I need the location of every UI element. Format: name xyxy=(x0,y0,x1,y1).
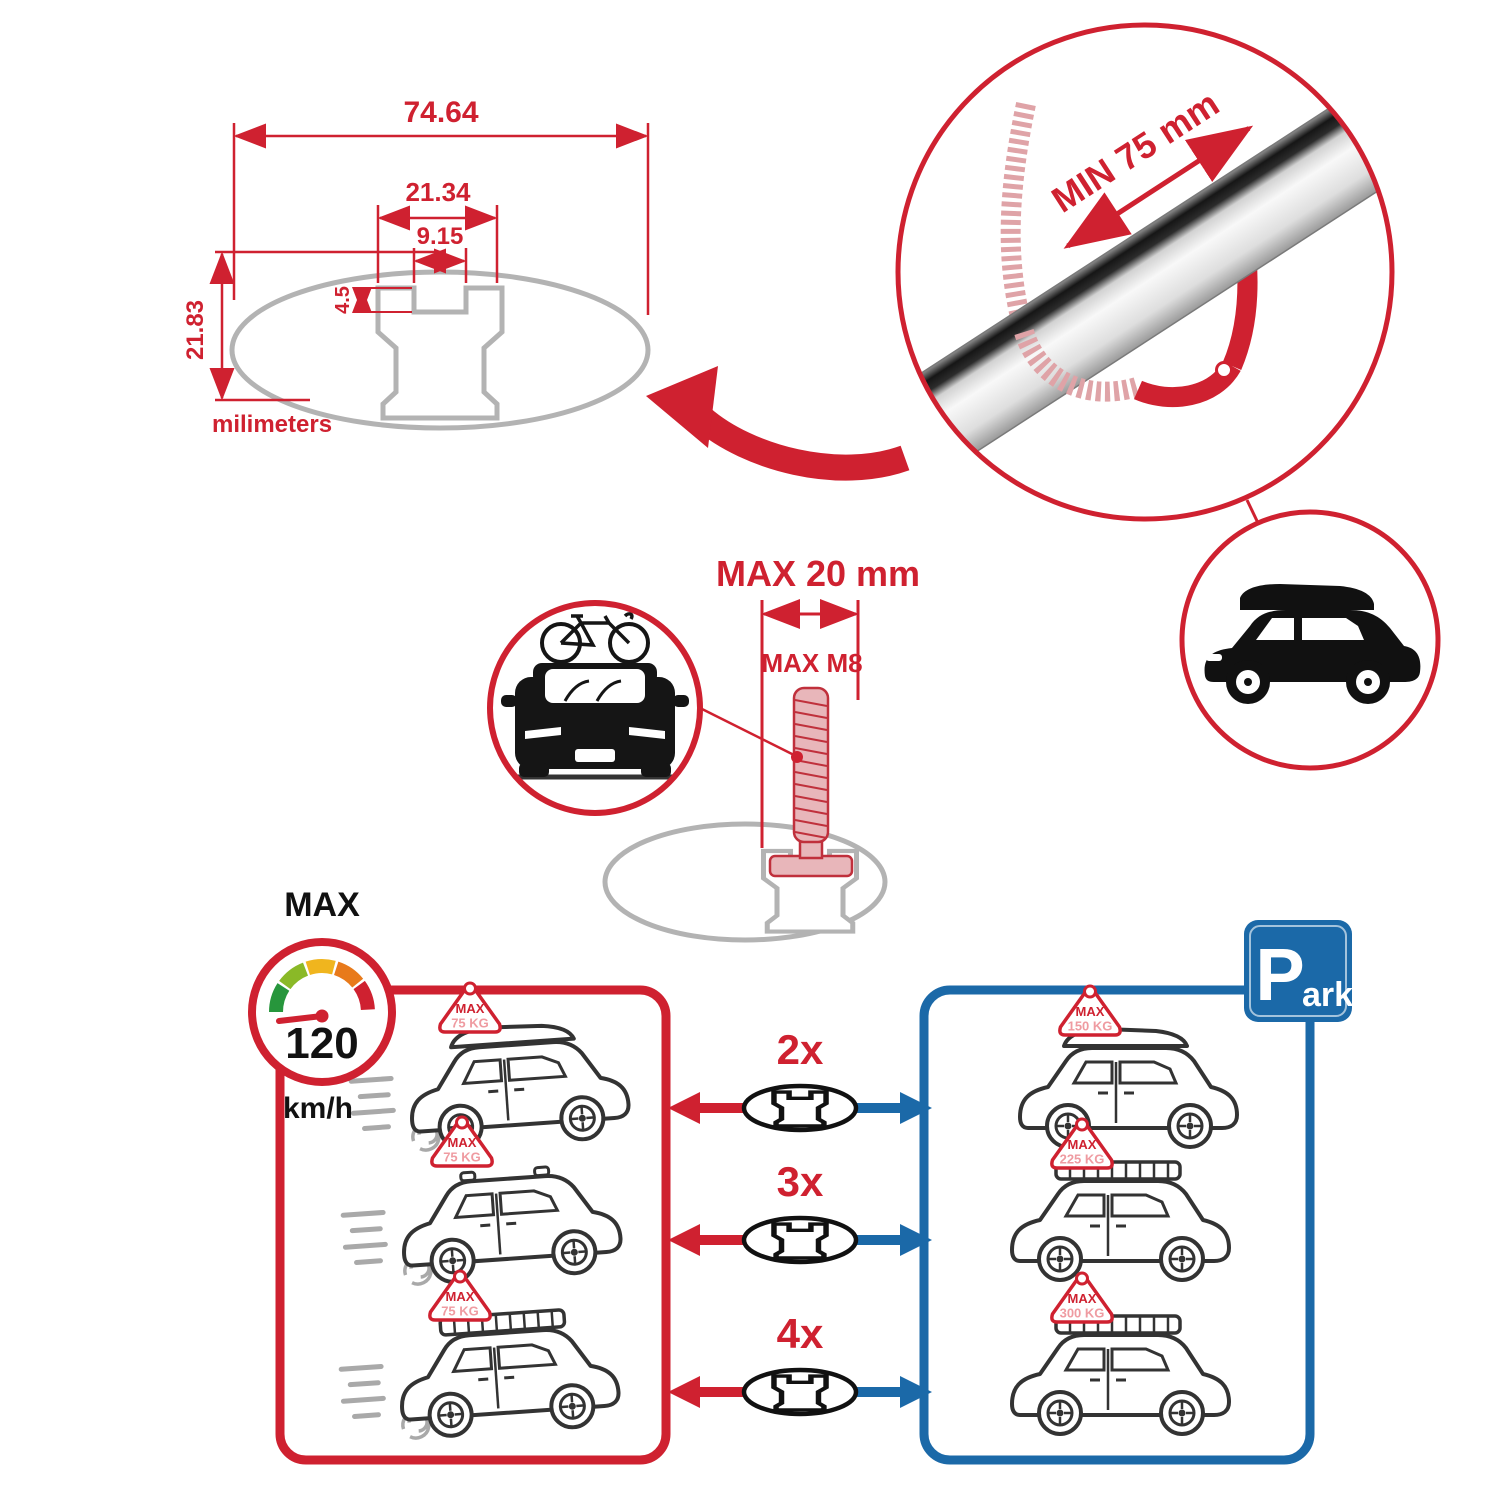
badge-weight-label: 300 KG xyxy=(1060,1306,1105,1321)
load-badge: MAX 300 KG xyxy=(1050,1271,1114,1324)
dim-lip-height: 4.5 xyxy=(332,286,354,314)
pointer-arrow-icon xyxy=(646,366,910,481)
speed-limit-gauge: MAX 120 km/h xyxy=(248,886,396,1125)
max-width-label: MAX 20 mm xyxy=(716,553,920,594)
gauge-title: MAX xyxy=(284,886,360,924)
crossbar-dimension-diagram: 74.64 21.34 9.15 4.5 21.83 milimeters xyxy=(182,96,651,438)
badge-max-label: MAX xyxy=(1076,1004,1105,1019)
quantity-row-3x: 3x xyxy=(668,1158,932,1265)
car-roofbox-circle xyxy=(1179,509,1441,771)
max-thread-label: MAX M8 xyxy=(761,648,862,678)
parking-sign-suffix: ark xyxy=(1302,976,1353,1014)
dim-inner-width: 21.34 xyxy=(405,177,471,207)
badge-max-label: MAX xyxy=(1068,1291,1097,1306)
dim-slot-width: 9.15 xyxy=(417,223,464,250)
badge-weight-label: 225 KG xyxy=(1060,1152,1105,1167)
load-badge: MAX 75 KG xyxy=(430,1115,494,1168)
carfront-circle-ring xyxy=(487,600,703,816)
load-badge: MAX 225 KG xyxy=(1050,1117,1114,1170)
t-bolt-icon xyxy=(768,686,854,878)
quantity-row-2x: 2x xyxy=(668,1026,932,1133)
badge-weight-label: 150 KG xyxy=(1068,1019,1113,1034)
quantity-label: 3x xyxy=(777,1158,824,1205)
dim-total-width: 74.64 xyxy=(403,96,478,129)
dim-total-height: 21.83 xyxy=(182,300,209,360)
parking-sign: P ark xyxy=(1244,920,1353,1022)
gauge-unit: km/h xyxy=(283,1092,353,1125)
car-front-icon xyxy=(501,612,689,780)
quantity-label: 4x xyxy=(777,1310,824,1357)
badge-weight-label: 75 KG xyxy=(451,1016,489,1031)
load-badge: MAX 150 KG xyxy=(1058,984,1122,1037)
bolt-diagram: MAX 20 mm MAX M8 xyxy=(487,553,920,943)
load-badge: MAX 75 KG xyxy=(438,981,502,1034)
gauge-value: 120 xyxy=(285,1019,358,1068)
car-circle-ring xyxy=(1179,509,1441,771)
quantity-row-4x: 4x xyxy=(668,1310,932,1417)
parking-sign-letter: P xyxy=(1255,933,1304,1016)
threaded-clamp-icon xyxy=(1000,101,1036,335)
load-badge: MAX 75 KG xyxy=(428,1269,492,1322)
quantity-label: 2x xyxy=(777,1026,824,1073)
bar-detail-circle: MIN 75 mm xyxy=(895,22,1395,522)
circle-connector-line xyxy=(1245,499,1260,524)
bolt-connector-line xyxy=(699,706,795,757)
badge-weight-label: 75 KG xyxy=(441,1304,479,1319)
badge-max-label: MAX xyxy=(1068,1137,1097,1152)
badge-weight-label: 75 KG xyxy=(443,1150,481,1165)
detail-circle-ring xyxy=(895,22,1395,522)
badge-max-label: MAX xyxy=(448,1135,477,1150)
clamp-point-dot xyxy=(1215,361,1233,379)
unit-label: milimeters xyxy=(212,411,332,438)
gauge-needle xyxy=(276,1013,325,1024)
bicycle-icon xyxy=(540,612,650,664)
badge-max-label: MAX xyxy=(456,1001,485,1016)
suv-roofbox-icon xyxy=(1204,584,1421,704)
badge-max-label: MAX xyxy=(446,1289,475,1304)
